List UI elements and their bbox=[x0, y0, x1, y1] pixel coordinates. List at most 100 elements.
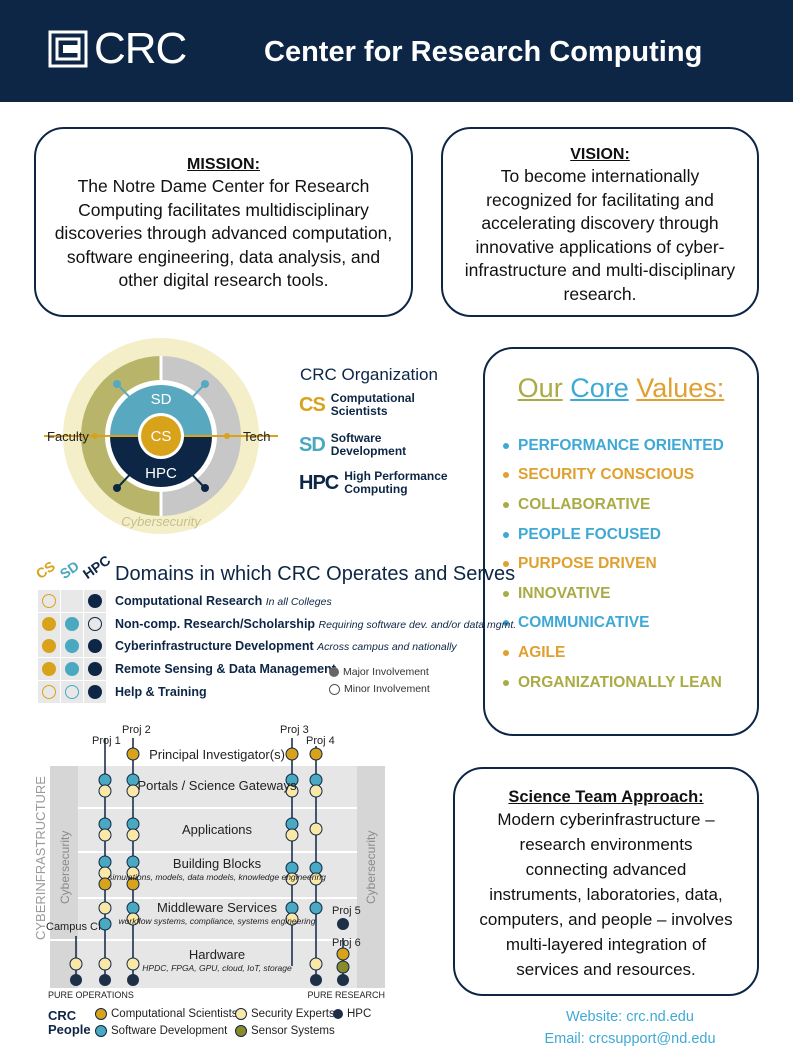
circle-icon bbox=[95, 1025, 107, 1037]
bullet-icon bbox=[503, 472, 509, 479]
proj-3-label: Proj 3 bbox=[280, 724, 309, 736]
org-name-hpc: High Performance Computing bbox=[344, 469, 448, 496]
value-text: PURPOSE DRIVEN bbox=[518, 555, 657, 573]
bullet-icon bbox=[503, 620, 509, 627]
people-legend-item: Security Experts bbox=[235, 1008, 335, 1020]
science-team-box: Science Team Approach: Modern cyberinfra… bbox=[453, 767, 759, 996]
mission-line: other digital research tools. bbox=[118, 270, 329, 290]
domain-name: Computational Research bbox=[115, 594, 263, 609]
proj-5-label: Proj 5 bbox=[332, 905, 361, 917]
org-abbr-sd: SD bbox=[299, 433, 326, 456]
list-item: PERFORMANCE ORIENTED bbox=[503, 431, 763, 461]
circle-icon bbox=[333, 1009, 343, 1019]
domain-name: Help & Training bbox=[115, 684, 207, 699]
layer-applications: Applications bbox=[182, 822, 253, 837]
org-abbr-hpc: HPC bbox=[299, 471, 339, 494]
people-legend-item: HPC bbox=[333, 1008, 371, 1020]
left-cybersecurity-label: Cybersecurity bbox=[58, 831, 72, 904]
science-line: services and resources. bbox=[516, 960, 696, 979]
bullet-icon bbox=[503, 649, 509, 656]
list-item: AGILE bbox=[503, 638, 763, 668]
science-line: connecting advanced bbox=[525, 860, 687, 879]
core-values-box: Our Core Values: PERFORMANCE ORIENTED SE… bbox=[483, 347, 759, 736]
email-link[interactable]: Email: crcsupport@nd.edu bbox=[544, 1031, 716, 1047]
mission-text: The Notre Dame Center for Research Compu… bbox=[36, 175, 411, 293]
circle-icon bbox=[95, 1008, 107, 1020]
people-legend-text: HPC bbox=[347, 1008, 372, 1020]
bullet-icon bbox=[503, 501, 509, 508]
core-values-title: Our Core Values: bbox=[485, 373, 757, 404]
vision-box: VISION: To become internationally recogn… bbox=[441, 127, 759, 317]
mission-line: Computing facilitates multidisciplinary bbox=[78, 199, 369, 220]
campus-ci-label: Campus CI bbox=[46, 921, 101, 933]
science-line: research environments bbox=[519, 835, 693, 854]
list-item: PURPOSE DRIVEN bbox=[503, 549, 763, 579]
layer-middleware: Middleware Services bbox=[157, 900, 277, 915]
list-item: COMMUNICATIVE bbox=[503, 609, 763, 639]
value-text: PEOPLE FOCUSED bbox=[518, 525, 661, 543]
org-abbr-cs: CS bbox=[299, 393, 326, 416]
org-legend-row-cs: CS Computational Scientists bbox=[299, 392, 441, 418]
org-name-cs: Computational Scientists bbox=[330, 391, 415, 418]
legend-minor: Minor Involvement bbox=[329, 683, 430, 695]
title-word: Core bbox=[570, 373, 629, 403]
proj-1-label: Proj 1 bbox=[92, 735, 121, 747]
list-item: PEOPLE FOCUSED bbox=[503, 520, 763, 550]
org-diagram: SD CS HPC Faculty Tech Cybersecurity bbox=[44, 338, 278, 534]
core-values-list: PERFORMANCE ORIENTED SECURITY CONSCIOUS … bbox=[503, 431, 763, 697]
domain-name: Non-comp. Research/Scholarship bbox=[115, 616, 316, 631]
cyberinfrastructure-label: CYBERINFRASTRUCTURE bbox=[33, 776, 48, 940]
circle-icon bbox=[235, 1008, 247, 1020]
node-markers bbox=[69, 747, 350, 986]
domains-table: Computational Research In all Colleges N… bbox=[38, 590, 516, 703]
people-legend-text: Computational Scientists bbox=[111, 1008, 238, 1020]
axis-pure-research: PURE RESEARCH bbox=[307, 990, 385, 1000]
bullet-icon bbox=[503, 531, 509, 538]
science-text: Modern cyberinfrastructure – research en… bbox=[455, 807, 757, 982]
value-text: COMMUNICATIVE bbox=[518, 614, 650, 632]
title-word: Our bbox=[517, 373, 563, 403]
list-item: SECURITY CONSCIOUS bbox=[503, 461, 763, 491]
list-item: INNOVATIVE bbox=[503, 579, 763, 609]
vision-line: To become internationally bbox=[500, 166, 700, 186]
hpc-label: HPC bbox=[145, 465, 177, 482]
people-legend-text: Security Experts bbox=[251, 1008, 335, 1020]
vision-text: To become internationally recognized for… bbox=[443, 165, 757, 306]
org-name-sd: Software Development bbox=[330, 431, 407, 458]
science-line: multi-layered integration of bbox=[505, 935, 707, 954]
list-item: COLLABORATIVE bbox=[503, 490, 763, 520]
science-heading: Science Team Approach: bbox=[508, 788, 704, 806]
domains-title: Domains in which CRC Operates and Serves bbox=[115, 563, 516, 585]
mission-box: MISSION: The Notre Dame Center for Resea… bbox=[34, 127, 413, 317]
title-word: Values: bbox=[636, 373, 725, 403]
domain-note: In all Colleges bbox=[265, 596, 332, 609]
layer-middleware-sub: workflow systems, compliance, systems en… bbox=[119, 916, 316, 926]
people-legend-label: CRC People bbox=[48, 1008, 91, 1037]
science-line: Modern cyberinfrastructure – bbox=[497, 810, 715, 829]
page-title: Center for Research Computing bbox=[264, 36, 703, 68]
col-header-cs: CS bbox=[32, 557, 58, 582]
tech-label: Tech bbox=[243, 429, 270, 444]
crc-logo: CRC bbox=[48, 26, 187, 72]
people-legend-item: Software Development bbox=[95, 1025, 227, 1037]
layer-building-blocks-sub: simulations, models, data models, knowle… bbox=[108, 872, 326, 882]
proj-4-label: Proj 4 bbox=[306, 735, 335, 747]
layer-building-blocks: Building Blocks bbox=[173, 856, 262, 871]
legend-major-label: Major Involvement bbox=[343, 666, 429, 678]
filled-circle-icon bbox=[329, 667, 339, 677]
circle-icon bbox=[235, 1025, 247, 1037]
right-cybersecurity-label: Cybersecurity bbox=[364, 831, 378, 904]
website-link[interactable]: Website: crc.nd.edu bbox=[566, 1009, 694, 1025]
table-row: Non-comp. Research/Scholarship Requiring… bbox=[38, 612, 516, 636]
bullet-icon bbox=[503, 590, 509, 597]
value-text: COLLABORATIVE bbox=[518, 495, 651, 513]
people-legend-text: Sensor Systems bbox=[251, 1025, 335, 1037]
domain-name: Cyberinfrastructure Development bbox=[115, 639, 314, 654]
bullet-icon bbox=[503, 442, 509, 449]
table-row: Computational Research In all Colleges bbox=[38, 590, 332, 613]
col-header-hpc: HPC bbox=[79, 551, 114, 582]
col-header-sd: SD bbox=[56, 557, 82, 582]
domain-name: Remote Sensing & Data Management bbox=[115, 662, 336, 677]
mission-line: The Notre Dame Center for Research bbox=[77, 176, 370, 196]
axis-pure-operations: PURE OPERATIONS bbox=[48, 990, 134, 1000]
